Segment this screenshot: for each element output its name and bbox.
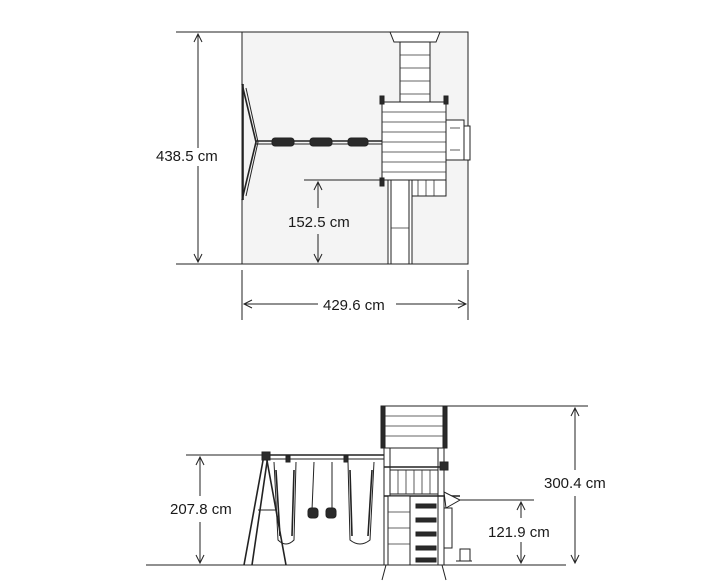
top-view: 438.5 cm 152.5 cm 429.6 cm: [156, 31, 471, 320]
side-view-deck-height-label: 121.9 cm: [488, 524, 550, 541]
top-view-swing-aframe: [241, 83, 259, 201]
side-view: 207.8 cm 300.4 cm 121.9 cm: [146, 405, 606, 581]
side-view-deck-height-dimension: 121.9 cm: [460, 499, 550, 565]
side-view-swing-height-label: 207.8 cm: [170, 501, 232, 518]
top-view-width-label: 429.6 cm: [323, 297, 385, 314]
top-view-width-dimension: 429.6 cm: [241, 270, 469, 320]
top-view-slide-exit-dimension: 152.5 cm: [288, 179, 382, 264]
top-view-tower: [379, 95, 449, 187]
top-view-slide: [387, 179, 413, 265]
top-view-steps: [411, 179, 447, 197]
side-view-trapeze: [307, 461, 337, 519]
side-view-total-height-dimension: 300.4 cm: [447, 405, 606, 565]
side-view-total-height-label: 300.4 cm: [544, 475, 606, 492]
top-view-depth-dimension: 438.5 cm: [156, 31, 242, 265]
side-view-swing-height-dimension: 207.8 cm: [170, 454, 262, 565]
top-view-ladder: [389, 31, 441, 103]
top-view-swing-beam: [256, 137, 384, 147]
top-view-depth-label: 438.5 cm: [156, 148, 218, 165]
side-view-belt-swing-1: [273, 461, 297, 545]
side-view-tower: [380, 405, 472, 581]
top-view-side-accessory: [445, 119, 471, 161]
side-view-steps: [415, 503, 437, 563]
top-view-slide-exit-label: 152.5 cm: [288, 214, 350, 231]
side-view-belt-swing-2: [347, 461, 375, 545]
